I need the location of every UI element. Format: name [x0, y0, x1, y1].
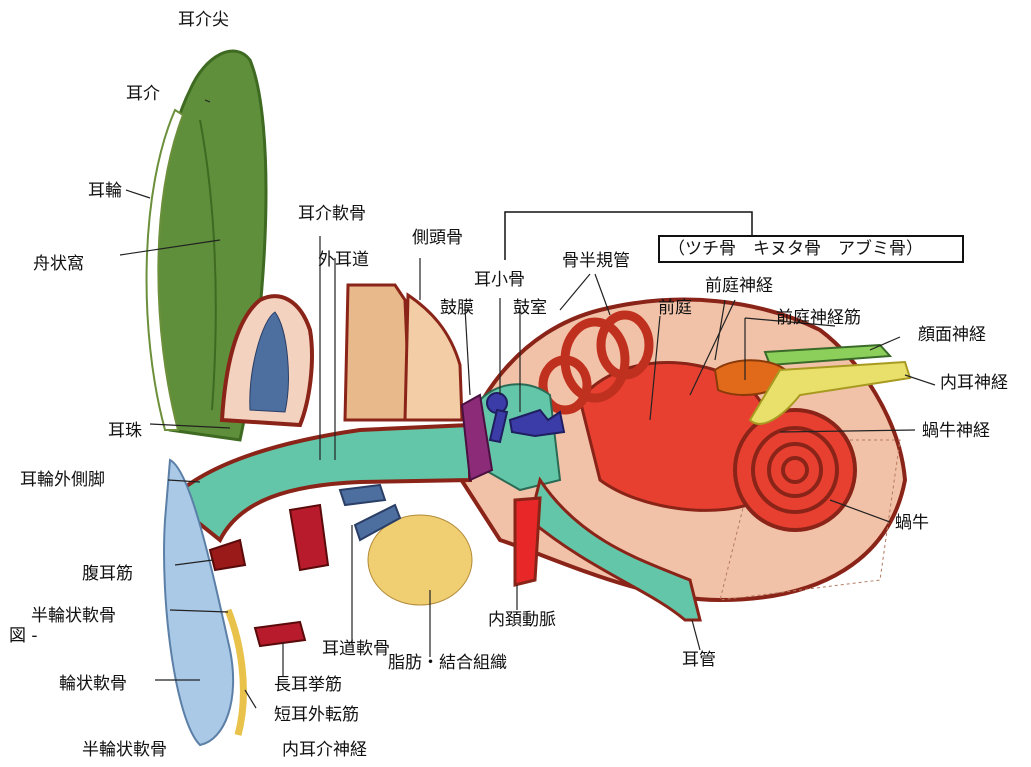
- ventral-auricular-muscle-shape: [210, 540, 245, 570]
- label-auricle: 耳介: [126, 86, 160, 103]
- label-short-abductor: 短耳外転筋: [274, 707, 359, 724]
- label-ear-tip: 耳介尖: [178, 12, 229, 29]
- label-helix-lateral-crus: 耳輪外側脚: [20, 472, 105, 489]
- label-tragus: 耳珠: [108, 423, 142, 440]
- long-levator-muscle-shape: [255, 622, 305, 646]
- cochlea-spiral: [735, 410, 855, 530]
- label-canal-cartilage: 耳道軟骨: [322, 641, 390, 658]
- label-facial-nerve: 顔面神経: [918, 327, 986, 344]
- label-auricular-cartilage: 耳介軟骨: [298, 206, 366, 223]
- label-ossicle-names: （ツチ骨 キヌタ骨 アブミ骨）: [658, 235, 964, 263]
- label-ventral-auricular-muscle: 腹耳筋: [82, 566, 133, 583]
- canal-muscle-shape: [290, 505, 328, 570]
- label-inner-ear-nerve: 内耳神経: [940, 375, 1008, 392]
- label-vestibule: 前庭: [658, 300, 692, 317]
- label-semiannular-cartilage-lower: 半輪状軟骨: [82, 742, 167, 759]
- label-eustachian-tube: 耳管: [682, 652, 716, 669]
- label-cochlear-nerve: 蝸牛神経: [922, 423, 990, 440]
- label-helix: 耳輪: [88, 183, 122, 200]
- internal-carotid-shape: [515, 498, 540, 585]
- label-semiannular-cartilage-upper: 半輪状軟骨: [31, 608, 116, 625]
- label-fat-connective: 脂肪・結合組織: [388, 655, 507, 672]
- canal-cartilage-shape: [340, 485, 385, 505]
- label-scaphoid-fossa: 舟状窩: [33, 256, 84, 273]
- figure-marker: 図 -: [9, 628, 38, 645]
- label-annular-cartilage: 輪状軟骨: [59, 676, 127, 693]
- fat-connective-shape: [368, 515, 472, 605]
- label-ossicles: 耳小骨: [474, 272, 525, 289]
- label-semicircular-canals: 骨半規管: [562, 253, 630, 270]
- temporal-bone-shape: [345, 285, 410, 420]
- label-inner-auricular-nerve: 内耳介神経: [282, 742, 367, 759]
- label-internal-carotid: 内頚動脈: [488, 612, 556, 629]
- label-long-levator: 長耳挙筋: [274, 677, 342, 694]
- label-tympanic-membrane: 鼓膜: [440, 300, 474, 317]
- label-external-canal: 外耳道: [318, 252, 369, 269]
- label-tympanic-cavity: 鼓室: [513, 300, 547, 317]
- label-vestibular-nerve: 前庭神経: [705, 278, 773, 295]
- label-cochlea: 蝸牛: [895, 515, 929, 532]
- label-temporal-bone: 側頭骨: [412, 230, 463, 247]
- label-vestibular-nerve-muscle: 前庭神経筋: [776, 310, 861, 327]
